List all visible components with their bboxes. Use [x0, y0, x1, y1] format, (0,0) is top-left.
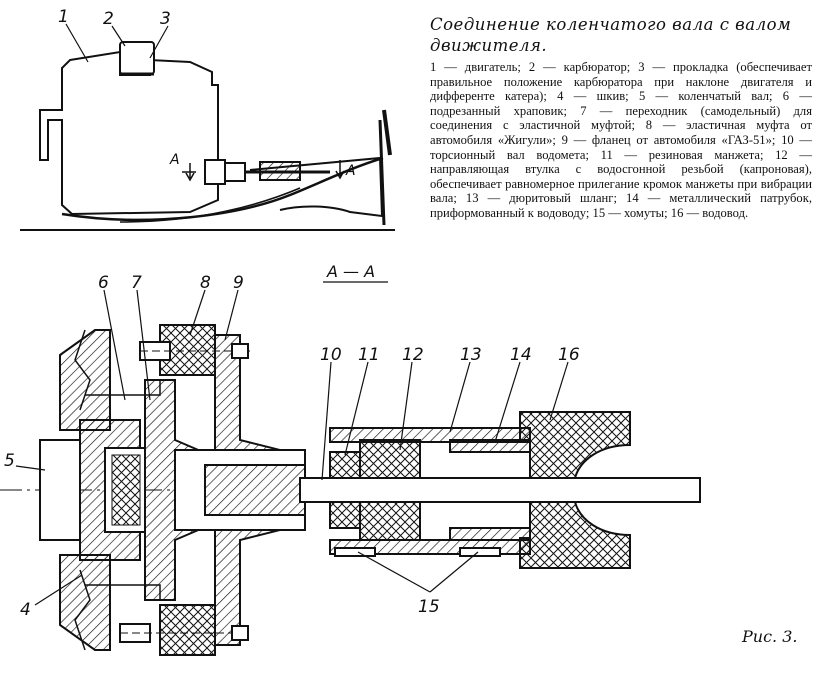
carburetor	[119, 41, 155, 75]
callout-14: 14	[510, 345, 532, 365]
callout-16: 16	[558, 345, 580, 365]
water-duct	[249, 156, 384, 218]
guide-bushing-bottom	[359, 501, 421, 541]
water-duct-section-top	[519, 411, 631, 479]
section-label: А — А	[326, 262, 375, 281]
callout-5: 5	[4, 451, 15, 471]
callout-3: 3	[160, 9, 171, 29]
callout-1: 1	[58, 7, 69, 27]
clamp-left	[334, 547, 376, 557]
metal-pipe-top	[449, 439, 531, 453]
callout-10: 10	[320, 345, 342, 365]
bottom-callout-leaders	[15, 289, 569, 606]
callout-9: 9	[233, 273, 244, 293]
section-mark-left: А	[169, 152, 180, 168]
boat-section-view	[20, 41, 395, 231]
figure-title: Соединение коленчатого вала с валом движ…	[430, 15, 792, 55]
callout-13: 13	[460, 345, 482, 365]
callout-6: 6	[98, 273, 109, 293]
guide-bushing-top	[359, 439, 421, 479]
callout-15: 15	[418, 597, 440, 617]
crankshaft	[39, 439, 81, 541]
water-duct-section-bottom	[519, 501, 631, 569]
callout-4: 4	[20, 600, 31, 620]
torsion-shaft	[299, 477, 701, 503]
callout-11: 11	[358, 345, 380, 365]
coupling-assembly	[0, 324, 701, 656]
metal-pipe-bottom	[449, 527, 531, 541]
callout-2: 2	[103, 9, 114, 29]
figure-caption: 1 — двигатель; 2 — карбюратор; 3 — прокл…	[430, 60, 812, 220]
section-mark-right: А	[345, 163, 356, 179]
shaft-seal	[259, 161, 301, 181]
elastic-coupling-bottom	[159, 604, 216, 656]
callout-7: 7	[131, 273, 142, 293]
pulley	[59, 329, 111, 431]
rubber-seal-bottom	[329, 501, 361, 529]
rubber-seal-top	[329, 451, 361, 479]
engine-body	[39, 50, 219, 216]
callout-8: 8	[200, 273, 211, 293]
figure-label: Рис. 3.	[742, 627, 798, 646]
top-callout-leaders	[65, 23, 169, 63]
callout-12: 12	[402, 345, 424, 365]
clamp-right	[459, 547, 501, 557]
hull-curve	[61, 156, 384, 222]
bottom-callouts: 6 7 8 9 10 11 12 13 14 16 5 4 15	[4, 273, 580, 620]
